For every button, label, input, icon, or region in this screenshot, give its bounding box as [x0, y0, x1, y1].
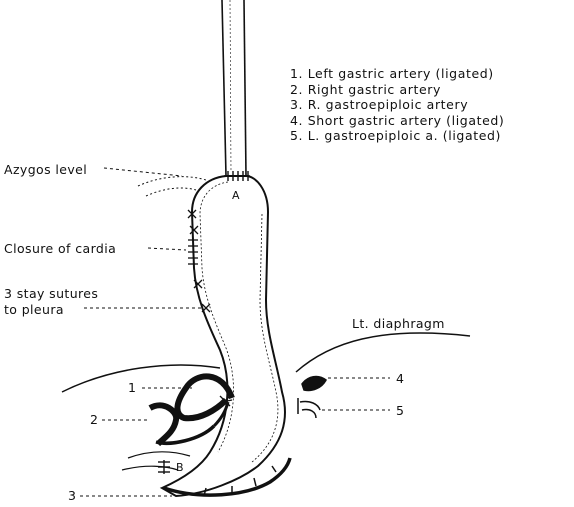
legend-item: 1. Left gastric artery (ligated)	[290, 66, 504, 82]
left-gastroepiploic	[298, 398, 320, 418]
label-4: 4	[396, 371, 404, 386]
stay-sutures-label: 3 stay sutures	[4, 286, 98, 301]
diaphragm-label: Lt. diaphragm	[352, 316, 445, 331]
legend-item: 5. L. gastroepiploic a. (ligated)	[290, 128, 504, 144]
legend-item: 4. Short gastric artery (ligated)	[290, 113, 504, 129]
pylorus-sutures-b	[158, 460, 170, 474]
azygos-arc	[138, 177, 206, 196]
legend: 1. Left gastric artery (ligated) 2. Righ…	[290, 66, 504, 144]
label-2: 2	[90, 412, 98, 427]
label-3: 3	[68, 488, 76, 503]
legend-item: 2. Right gastric artery	[290, 82, 504, 98]
label-1: 1	[128, 380, 136, 395]
point-a-label: A	[232, 188, 240, 203]
stay-sutures-label-line2: to pleura	[4, 302, 64, 317]
point-b-label: B	[176, 460, 184, 475]
leader-lines	[80, 168, 390, 496]
stomach-lining	[200, 182, 278, 462]
esophagus	[222, 0, 246, 176]
azygos-level-label: Azygos level	[4, 162, 87, 177]
label-5: 5	[396, 403, 404, 418]
legend-item: 3. R. gastroepiploic artery	[290, 97, 504, 113]
closure-of-cardia-label: Closure of cardia	[4, 241, 116, 256]
short-gastric-artery	[302, 377, 326, 391]
diaphragm	[62, 333, 470, 392]
stomach-tube	[162, 176, 285, 496]
